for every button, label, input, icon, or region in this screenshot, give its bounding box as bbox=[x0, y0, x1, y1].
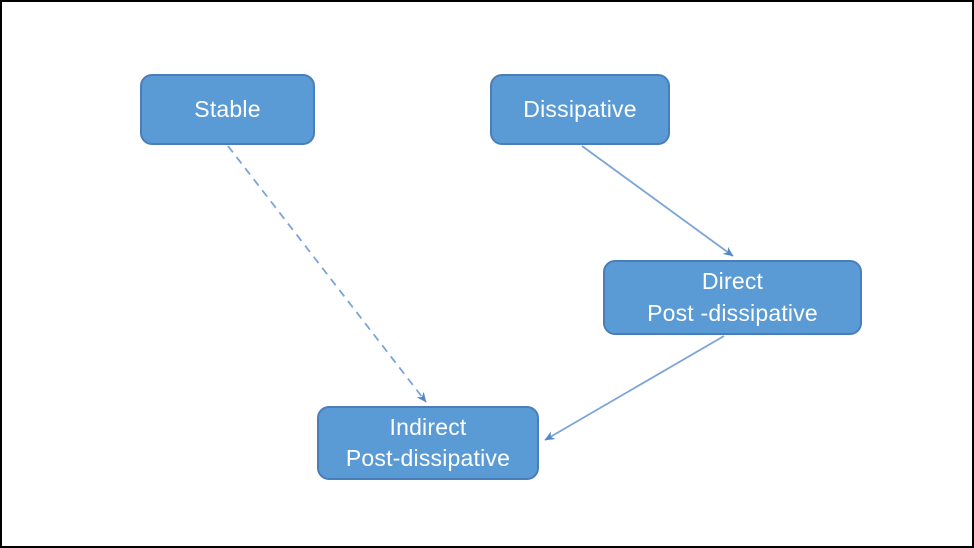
connector-stable-to-indirect-post-dissipative bbox=[227, 145, 427, 403]
node-indirect-post-dissipative: Indirect Post-dissipative bbox=[317, 406, 539, 480]
node-dissipative-label: Dissipative bbox=[523, 95, 637, 122]
connector-direct-post-dissipative-to-indirect-post-dissipative bbox=[544, 335, 725, 441]
node-direct-label-line1: Direct bbox=[701, 268, 764, 295]
node-direct-post-dissipative: Direct Post -dissipative bbox=[603, 260, 862, 335]
node-stable: Stable bbox=[140, 74, 315, 145]
node-indirect-label-line2: Post-dissipative bbox=[345, 445, 511, 471]
node-indirect-label-line1: Indirect bbox=[389, 413, 467, 440]
node-dissipative: Dissipative bbox=[490, 74, 670, 145]
node-stable-label: Stable bbox=[194, 95, 261, 122]
connector-dissipative-to-direct-post-dissipative bbox=[581, 145, 734, 257]
node-direct-label-line2: Post -dissipative bbox=[647, 299, 818, 326]
